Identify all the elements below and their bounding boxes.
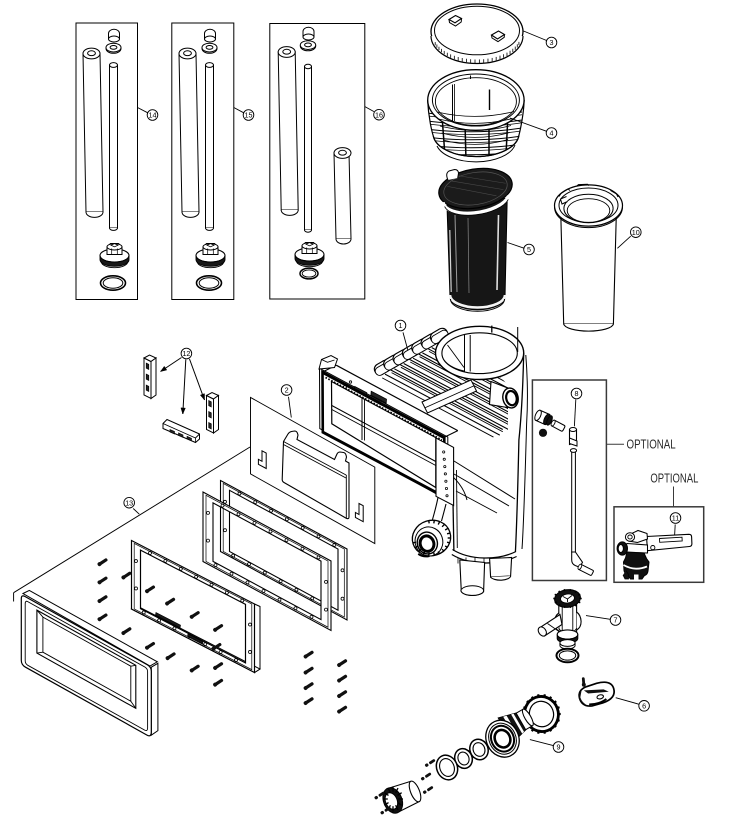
- svg-text:13: 13: [125, 498, 133, 507]
- svg-text:1: 1: [399, 321, 403, 330]
- svg-text:7: 7: [614, 616, 618, 625]
- svg-text:OPTIONAL: OPTIONAL: [650, 471, 698, 485]
- svg-text:9: 9: [557, 743, 561, 752]
- svg-text:16: 16: [375, 110, 383, 119]
- svg-text:11: 11: [672, 514, 679, 523]
- svg-text:6: 6: [642, 701, 646, 710]
- svg-text:OPTIONAL: OPTIONAL: [627, 438, 676, 452]
- svg-text:10: 10: [632, 228, 640, 237]
- svg-text:2: 2: [285, 386, 289, 395]
- svg-text:3: 3: [550, 38, 554, 47]
- svg-text:8: 8: [575, 389, 579, 398]
- svg-text:4: 4: [550, 129, 554, 138]
- svg-text:15: 15: [245, 111, 253, 120]
- svg-text:5: 5: [527, 245, 531, 254]
- svg-text:14: 14: [149, 111, 157, 120]
- svg-text:12: 12: [182, 349, 190, 358]
